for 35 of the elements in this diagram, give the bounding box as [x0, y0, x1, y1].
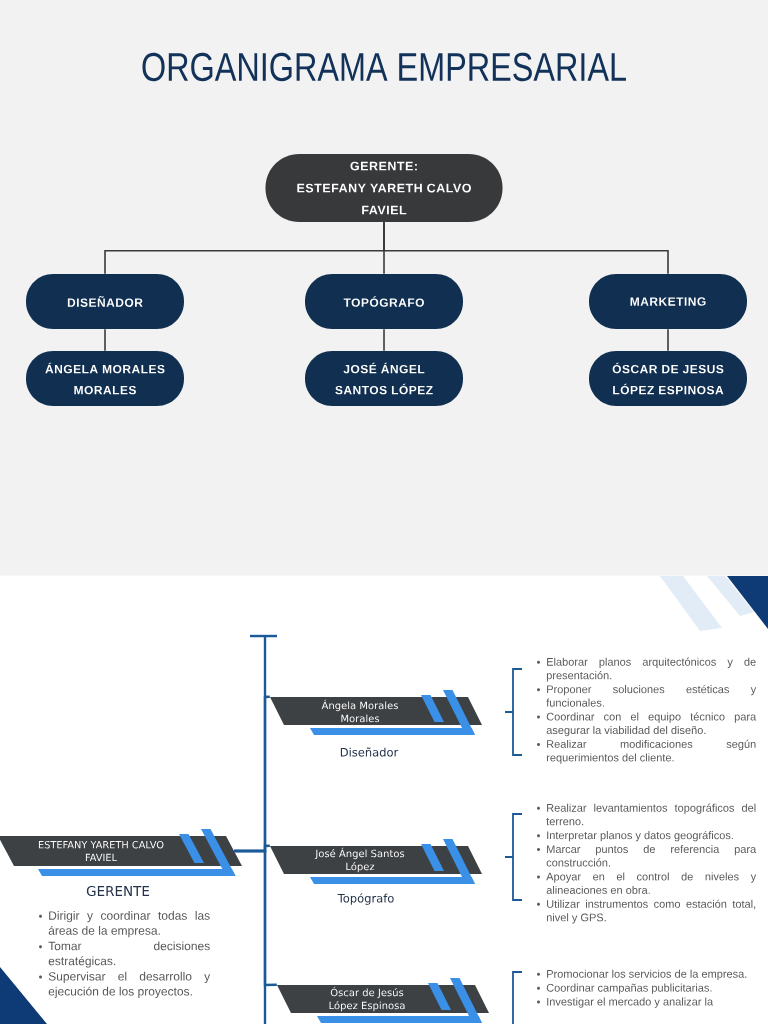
connector-line	[234, 849, 277, 987]
role-label: Diseñador	[340, 747, 399, 757]
department-box: MARKETING	[589, 274, 747, 329]
department-box: DISEÑADOR	[26, 274, 184, 329]
bullet-item: Interpretar planos y datos geográficos.	[547, 830, 733, 842]
employee-box: ÁNGELA MORALES MORALES	[26, 351, 184, 406]
connector-line	[383, 328, 385, 352]
bullet-item: Tomar decisiones estratégicas.	[48, 941, 210, 968]
bullet-item: Dirigir y coordinar todas las áreas de la empresa.	[48, 911, 210, 938]
bullet-item: Marcar puntos de referencia para construcción.	[546, 845, 757, 867]
name-banner: Óscar de Jesús López Espinosa	[277, 978, 489, 1023]
connector-line	[104, 328, 106, 352]
bullet-item: Coordinar campañas publicitarias.	[546, 983, 712, 994]
title: ORGANIGRAMA EMPRESARIAL	[142, 52, 626, 82]
bullet-item: Apoyar en el control de niveles y alineaciones en obra.	[546, 872, 757, 894]
manager-box: GERENTE: ESTEFANY YARETH CALVO FAVIEL	[265, 154, 503, 222]
bullet-item: Utilizar instrumentos como estación total, nivel y GPS.	[546, 899, 756, 924]
bullet-item: Supervisar el desarrollo y ejecución de los proyectos.	[48, 971, 211, 998]
bullet-item: Coordinar con el equipo técnico para asegurar la viabilidad del diseño.	[546, 712, 757, 737]
bullet-item: Elaborar planos arquitectónicos y de presentación.	[546, 657, 756, 682]
name-banner: Ángela Morales Morales	[270, 690, 482, 735]
name-banner: José Ángel Santos López	[270, 839, 482, 884]
employee-box: JOSÉ ÁNGEL SANTOS LÓPEZ	[305, 351, 463, 406]
bullet-item: Realizar levantamientos topográficos del terreno.	[546, 803, 756, 826]
connector-line	[383, 221, 669, 275]
role-label: Topógrafo	[337, 893, 394, 905]
department-box: TOPÓGRAFO	[305, 274, 463, 329]
employee-box: ÓSCAR DE JESUS LÓPEZ ESPINOSA	[589, 351, 747, 406]
bullet-item: Proponer soluciones estéticas y funcionales.	[546, 684, 757, 707]
connector-line	[667, 328, 669, 352]
name-banner: ESTEFANY YARETH CALVO FAVIEL	[0, 829, 242, 876]
bullet-item: Promocionar los servicios de la empresa.	[547, 969, 747, 980]
bullet-item: Realizar modificaciones según requerimientos del cliente.	[546, 739, 756, 764]
bullet-item: Investigar el mercado y analizar la	[547, 997, 714, 1008]
role-label: GERENTE	[86, 885, 150, 897]
